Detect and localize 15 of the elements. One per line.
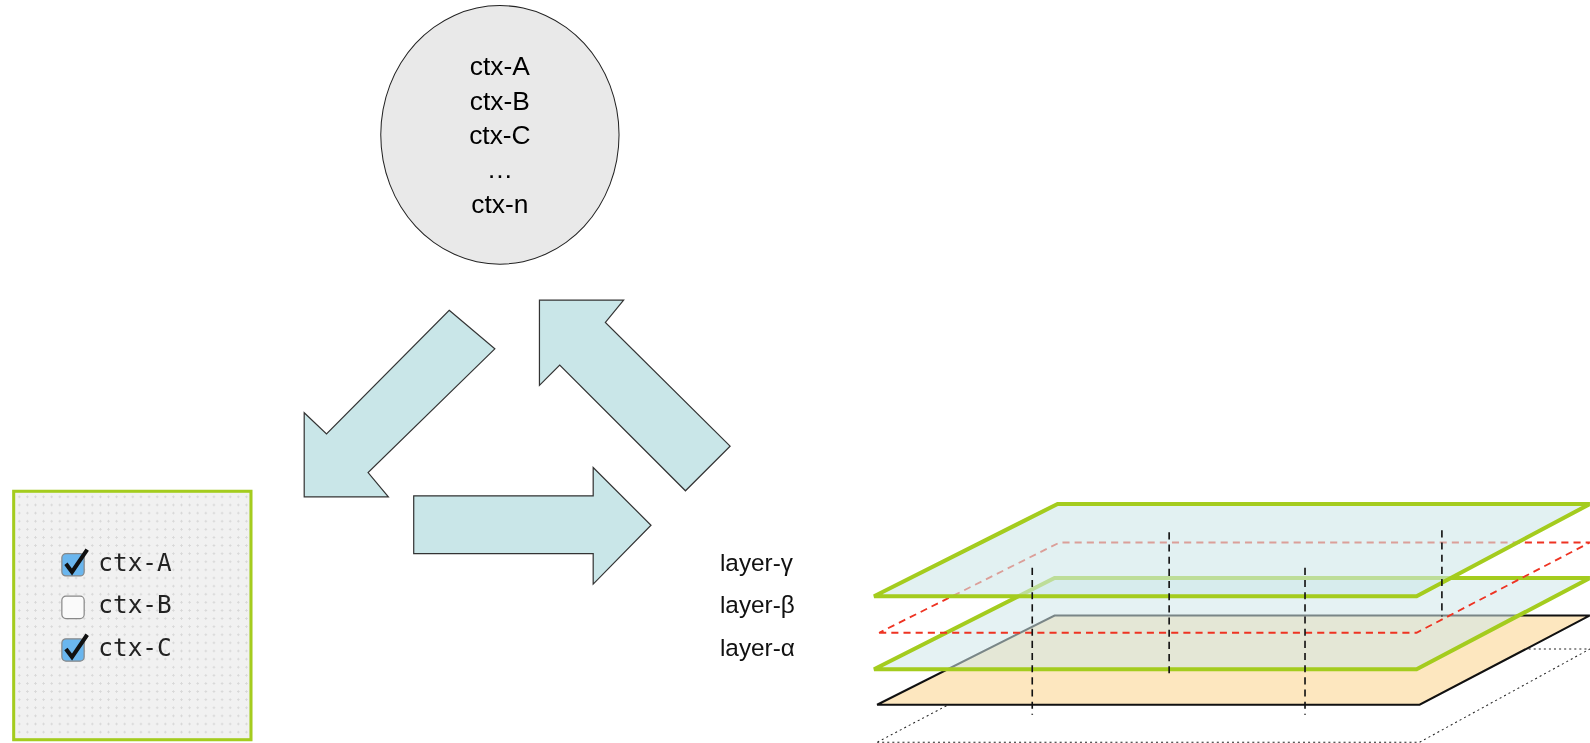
block-arrow — [538, 299, 731, 492]
context-name: … — [486, 153, 514, 187]
checkbox-label: ctx-B — [98, 591, 172, 620]
checkbox-label: ctx-C — [98, 633, 172, 663]
block-arrow — [303, 309, 496, 498]
context-name: ctx-A — [469, 49, 530, 84]
block-arrow — [413, 465, 652, 586]
checkbox-panel — [12, 489, 253, 742]
context-name: ctx-B — [469, 84, 530, 118]
layer-label: layer-β — [719, 591, 795, 620]
checkbox-label: ctx-A — [98, 548, 172, 577]
layer-label: layer-α — [719, 633, 795, 663]
context-name: ctx-C — [469, 118, 531, 153]
layer-label: layer-γ — [719, 548, 793, 577]
context-name: ctx-n — [471, 187, 529, 221]
